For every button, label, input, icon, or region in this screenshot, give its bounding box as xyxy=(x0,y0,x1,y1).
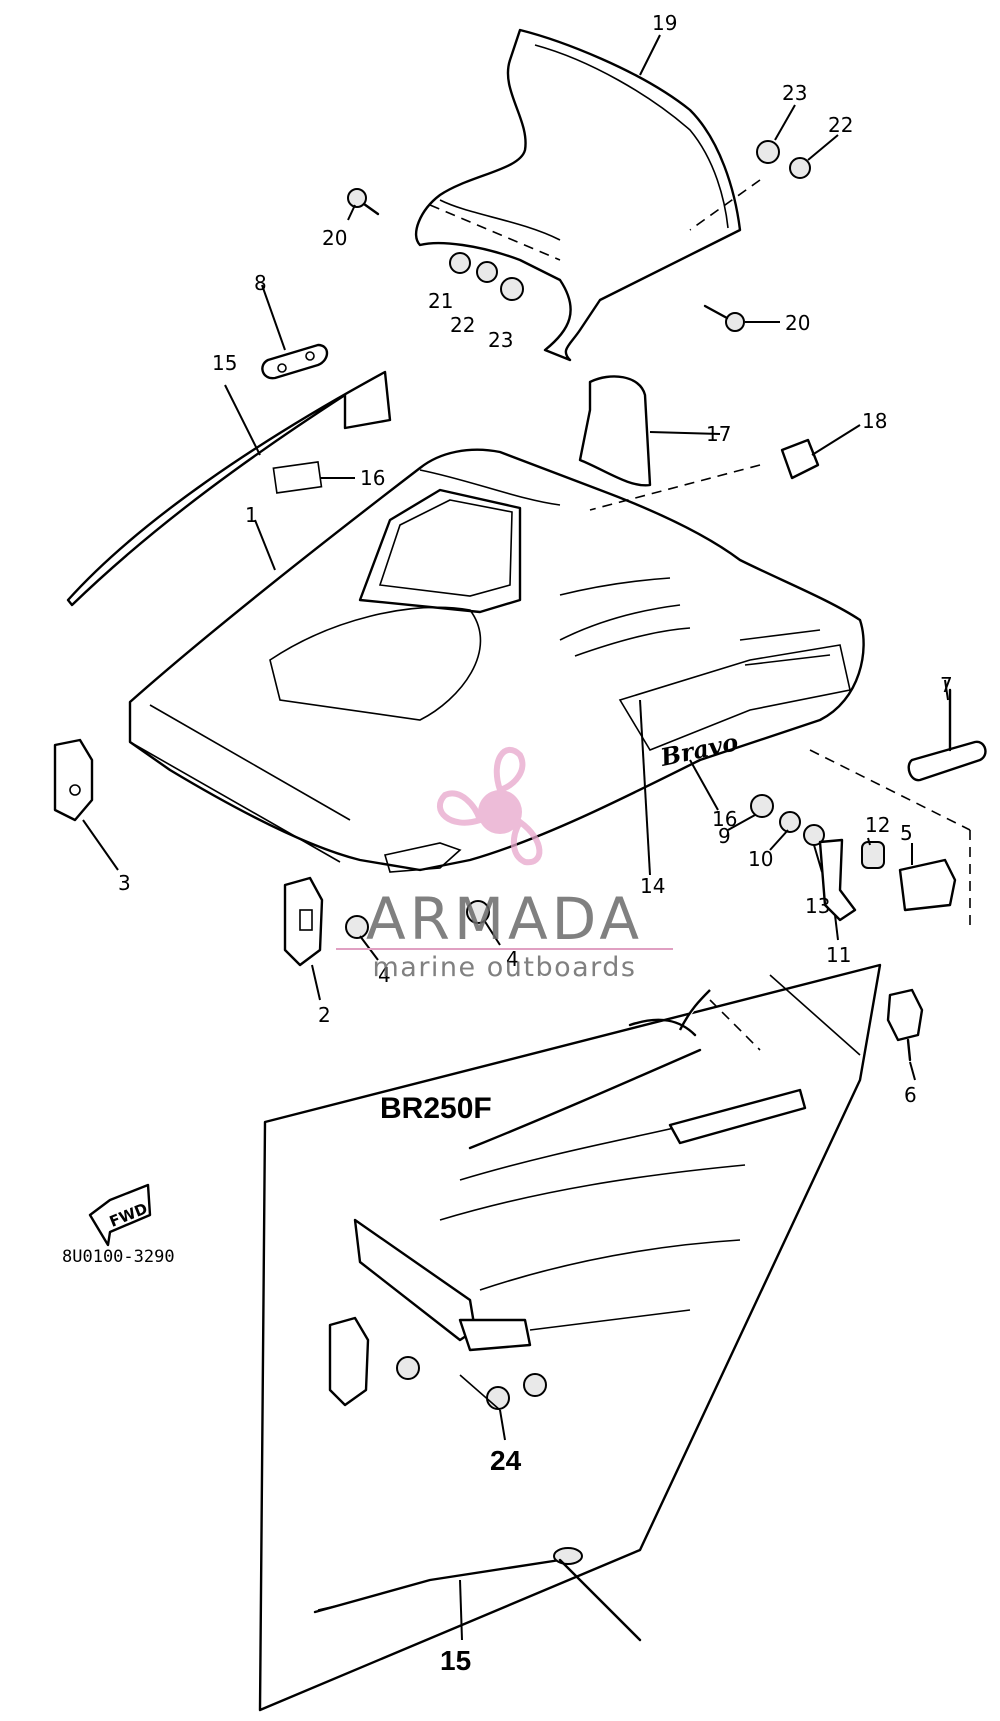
bracket-8 xyxy=(261,343,329,380)
callout-20-right: 20 xyxy=(785,311,810,335)
callout-16-top: 16 xyxy=(360,466,385,490)
callout-24: 24 xyxy=(490,1445,522,1476)
trim-strip-15 xyxy=(66,370,392,607)
hinge-hardware xyxy=(750,749,971,1062)
callout-15-cable: 15 xyxy=(440,1645,471,1676)
nut-23 xyxy=(500,277,524,301)
nut-23-top xyxy=(756,140,780,164)
knob-6 xyxy=(886,988,924,1042)
callout-22-top: 22 xyxy=(828,113,853,137)
washer-22-top xyxy=(789,157,811,179)
arm-11 xyxy=(818,838,857,922)
windshield xyxy=(414,28,742,362)
br250f-inset xyxy=(258,963,882,1712)
callout-18: 18 xyxy=(862,409,887,433)
bracket-5 xyxy=(898,858,957,912)
callout-17: 17 xyxy=(706,422,731,446)
callout-21: 21 xyxy=(428,289,453,313)
callout-2: 2 xyxy=(318,1003,331,1027)
rod-7 xyxy=(907,688,987,782)
latch-2 xyxy=(283,876,324,1001)
callout-1: 1 xyxy=(245,503,258,527)
callout-23: 23 xyxy=(488,328,513,352)
latch-3 xyxy=(53,738,119,871)
callout-20-left: 20 xyxy=(322,226,347,250)
callout-11: 11 xyxy=(826,943,851,967)
callout-6: 6 xyxy=(904,1083,917,1107)
model-label: BR250F xyxy=(380,1092,492,1125)
callout-22: 22 xyxy=(450,313,475,337)
bolt-20-left xyxy=(347,188,380,216)
fwd-arrow: FWD xyxy=(88,1183,152,1247)
nuts-4 xyxy=(345,900,501,961)
hardware-top xyxy=(347,140,811,332)
bushing-12 xyxy=(861,841,885,869)
watermark-brand: ARMADA xyxy=(365,885,643,953)
watermark-tagline: marine outboards xyxy=(372,952,637,983)
armada-logo-icon xyxy=(437,746,543,866)
callout-4-right: 4 xyxy=(506,947,519,971)
callout-5: 5 xyxy=(900,821,913,845)
callout-8: 8 xyxy=(254,271,267,295)
callout-16-side: 16 xyxy=(712,807,737,831)
emblem-18 xyxy=(589,438,820,511)
callout-19: 19 xyxy=(652,11,677,35)
plate-17 xyxy=(578,375,652,487)
washer-10 xyxy=(779,811,801,833)
callout-9: 9 xyxy=(718,824,731,848)
washer-22 xyxy=(476,261,498,283)
callout-23-top: 23 xyxy=(782,81,807,105)
callout-7: 7 xyxy=(940,673,953,697)
callout-3: 3 xyxy=(118,871,131,895)
watermark-divider xyxy=(336,948,673,950)
hood-1 xyxy=(128,448,865,873)
callout-4-left: 4 xyxy=(378,963,391,987)
callout-14: 14 xyxy=(640,874,665,898)
callout-13: 13 xyxy=(805,894,830,918)
callout-12: 12 xyxy=(865,813,890,837)
nut-9 xyxy=(750,794,774,818)
leader-lines xyxy=(224,34,949,1081)
washer-21 xyxy=(449,252,471,274)
callout-10: 10 xyxy=(748,847,773,871)
bolt-20-right xyxy=(703,304,745,332)
diagram-code: 8U0100-3290 xyxy=(62,1247,175,1267)
callout-15: 15 xyxy=(212,351,237,375)
callout-labels: 19 23 22 20 20 21 22 23 8 15 16 1 17 18 … xyxy=(118,11,953,1676)
